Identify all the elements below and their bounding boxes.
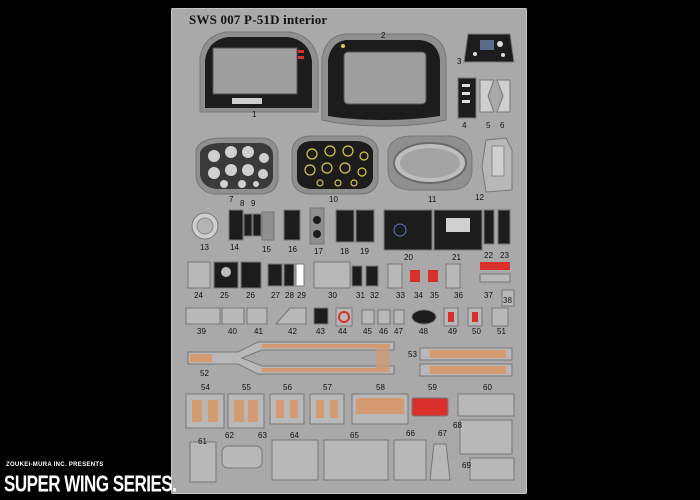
part-number-68: 68 <box>453 421 462 430</box>
part-number-48: 48 <box>419 327 428 336</box>
part-number-24: 24 <box>194 291 203 300</box>
part-number-22: 22 <box>484 251 493 260</box>
part-number-4: 4 <box>462 121 467 130</box>
part-number-25: 25 <box>220 291 229 300</box>
part-number-62: 62 <box>225 431 234 440</box>
row-parts-61-69 <box>189 419 515 483</box>
part-number-64: 64 <box>290 431 299 440</box>
part-number-2: 2 <box>381 31 386 40</box>
part-number-20: 20 <box>404 253 413 262</box>
part-52-harness <box>187 341 395 375</box>
part-number-29: 29 <box>297 291 306 300</box>
part-number-60: 60 <box>483 383 492 392</box>
part-number-59: 59 <box>428 383 437 392</box>
maker-credit: ZOUKEI-MURA INC. PRESENTS <box>6 462 104 468</box>
part-number-65: 65 <box>350 431 359 440</box>
part-number-47: 47 <box>394 327 403 336</box>
part-number-33: 33 <box>396 291 405 300</box>
part-number-55: 55 <box>242 383 251 392</box>
parts-4-5-6 <box>457 77 511 119</box>
part-number-61: 61 <box>198 437 207 446</box>
row-parts-13-23 <box>191 207 511 251</box>
part-number-54: 54 <box>201 383 210 392</box>
part-1-instrument-panel <box>199 31 319 113</box>
part-number-21: 21 <box>452 253 461 262</box>
part-number-34: 34 <box>414 291 423 300</box>
part-number-27: 27 <box>271 291 280 300</box>
part-number-35: 35 <box>430 291 439 300</box>
part-number-17: 17 <box>314 247 323 256</box>
row-parts-39-51 <box>185 307 509 327</box>
part-number-45: 45 <box>363 327 372 336</box>
part-12 <box>481 137 513 193</box>
part-number-44: 44 <box>338 327 347 336</box>
part-2-panel-frame <box>321 33 447 127</box>
part-number-30: 30 <box>328 291 337 300</box>
part-number-11: 11 <box>428 195 437 204</box>
part-number-6: 6 <box>500 121 505 130</box>
part-11-oval-frame <box>387 135 473 191</box>
part-number-13: 13 <box>200 243 209 252</box>
part-number-50: 50 <box>472 327 481 336</box>
part-number-39: 39 <box>197 327 206 336</box>
part-number-12: 12 <box>475 193 484 202</box>
part-number-63: 63 <box>258 431 267 440</box>
part-number-15: 15 <box>262 245 271 254</box>
part-number-28: 28 <box>285 291 294 300</box>
row-parts-24-38 <box>187 261 515 307</box>
part-number-19: 19 <box>360 247 369 256</box>
part-number-32: 32 <box>370 291 379 300</box>
part-number-51: 51 <box>497 327 506 336</box>
part-number-52: 52 <box>200 369 209 378</box>
part-7-gauge-panel <box>195 137 279 195</box>
part-3-small-panel <box>463 33 515 63</box>
part-number-41: 41 <box>254 327 263 336</box>
part-number-57: 57 <box>323 383 332 392</box>
series-logo: SUPER WING SERIES. <box>4 471 177 497</box>
part-number-69: 69 <box>462 461 471 470</box>
part-number-16: 16 <box>288 245 297 254</box>
part-number-8: 8 <box>240 199 245 208</box>
part-number-18: 18 <box>340 247 349 256</box>
part-number-49: 49 <box>448 327 457 336</box>
part-number-56: 56 <box>283 383 292 392</box>
part-number-43: 43 <box>316 327 325 336</box>
part-number-40: 40 <box>228 327 237 336</box>
part-number-46: 46 <box>379 327 388 336</box>
row-parts-54-60 <box>185 393 515 429</box>
part-number-14: 14 <box>230 243 239 252</box>
part-number-31: 31 <box>356 291 365 300</box>
part-number-67: 67 <box>438 429 447 438</box>
part-number-3: 3 <box>457 57 462 66</box>
part-number-1: 1 <box>252 110 257 119</box>
part-number-23: 23 <box>500 251 509 260</box>
sheet-title: SWS 007 P-51D interior <box>189 12 328 27</box>
part-53-belts <box>419 347 513 377</box>
part-number-26: 26 <box>246 291 255 300</box>
part-number-9: 9 <box>251 199 256 208</box>
part-number-5: 5 <box>486 121 491 130</box>
part-number-36: 36 <box>454 291 463 300</box>
part-number-58: 58 <box>376 383 385 392</box>
part-10-instrument-face <box>291 135 379 195</box>
part-number-7: 7 <box>229 195 234 204</box>
part-number-37: 37 <box>484 291 493 300</box>
part-number-66: 66 <box>406 429 415 438</box>
part-number-53: 53 <box>408 350 417 359</box>
part-number-10: 10 <box>329 195 338 204</box>
part-number-38: 38 <box>503 296 512 305</box>
part-number-42: 42 <box>288 327 297 336</box>
